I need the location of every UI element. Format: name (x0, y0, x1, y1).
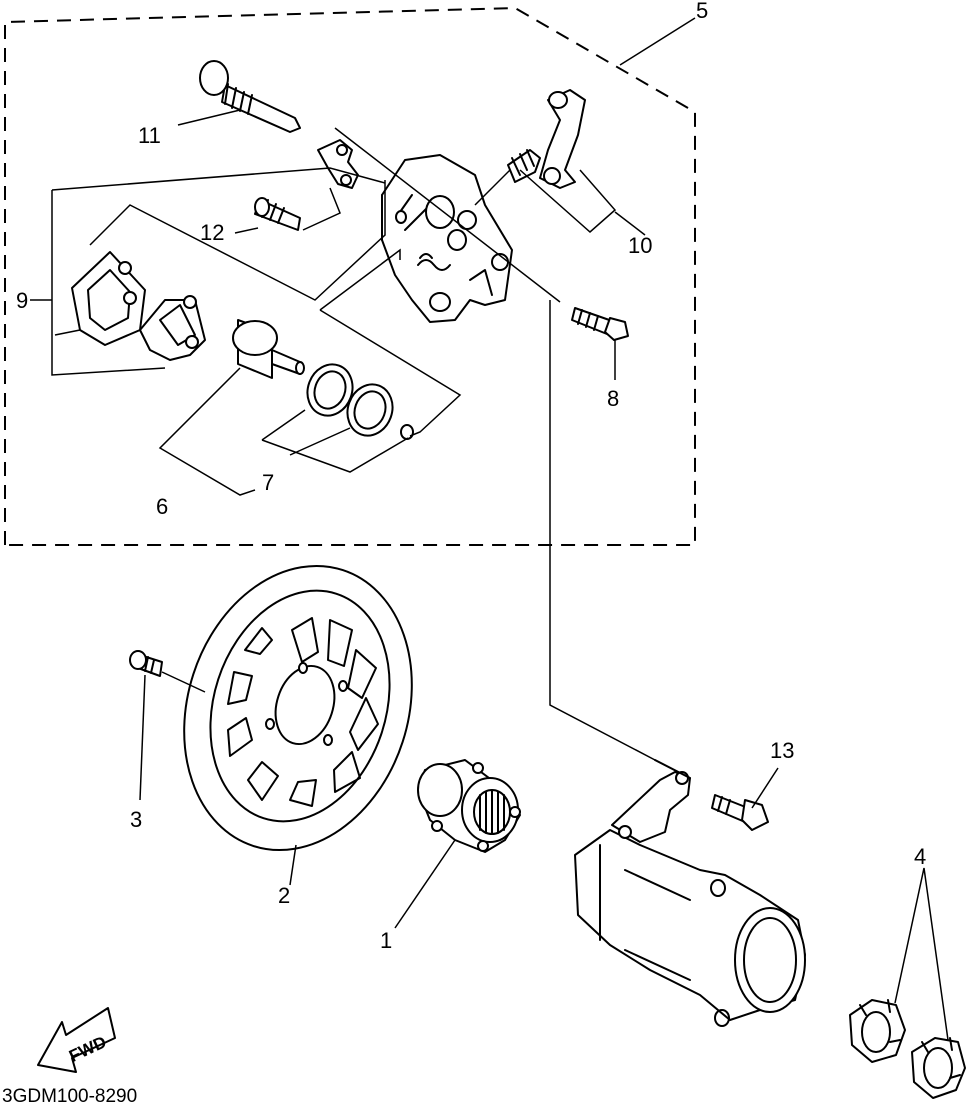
lock-nut-a (849, 999, 906, 1063)
disc-hub (394, 759, 521, 929)
callout-9: 9 (16, 288, 28, 313)
caliper-leader-lines (30, 17, 696, 761)
disc-bolt (129, 650, 206, 801)
fwd-arrow-icon (37, 1007, 116, 1073)
bolt-8 (571, 307, 629, 341)
callout-7: 7 (262, 470, 274, 495)
callout-3: 3 (130, 807, 142, 832)
brake-disc (183, 564, 413, 852)
brake-pad-inner (139, 295, 206, 361)
lock-nut-b (911, 1037, 966, 1099)
callout-13: 13 (770, 738, 794, 763)
bolt-13 (711, 767, 779, 831)
pad-retainer (317, 139, 359, 189)
piston-seal-rings (306, 363, 414, 440)
slide-pin (199, 60, 301, 133)
callout-6: 6 (156, 494, 168, 519)
callout-1: 1 (380, 928, 392, 953)
callout-10: 10 (628, 233, 652, 258)
bleed-screw (254, 197, 301, 231)
piston (232, 319, 305, 379)
callout-2: 2 (278, 883, 290, 908)
callout-8: 8 (607, 386, 619, 411)
callout-11: 11 (138, 123, 161, 148)
callout-5: 5 (696, 0, 708, 23)
callout-4: 4 (914, 844, 926, 869)
axle-holder (574, 759, 806, 1027)
caliper-bracket (507, 89, 586, 189)
callout-12: 12 (200, 220, 224, 245)
brake-pad-outer (71, 251, 146, 346)
caliper-assembly-boundary (4, 6, 696, 546)
drawing-code: 3GDM100-8290 (2, 1086, 137, 1105)
caliper-body (381, 154, 513, 323)
lock-nut-leader (894, 867, 949, 1041)
